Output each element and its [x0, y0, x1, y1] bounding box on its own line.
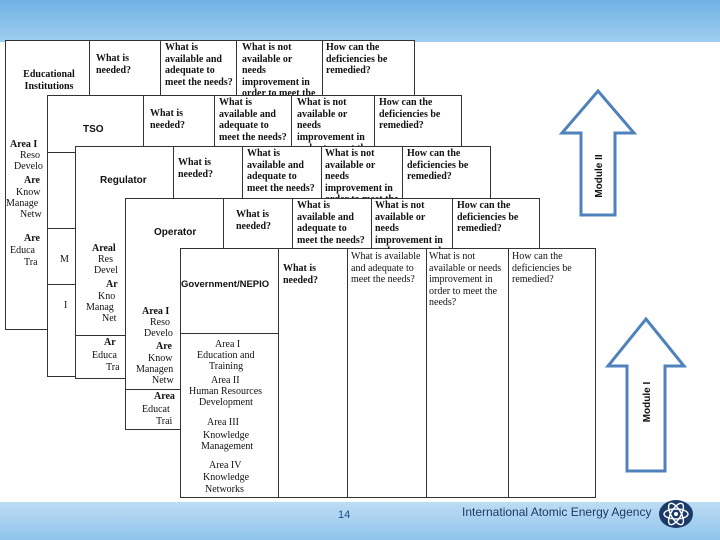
module-1-arrow-shape	[604, 316, 688, 473]
area-2-text: Development	[199, 397, 253, 408]
area-1-text: Education and	[197, 350, 255, 361]
area-label: Are	[156, 341, 172, 352]
header-how-remedied: How can the deficiencies be remedied?	[512, 251, 572, 285]
area-text: M	[60, 254, 69, 265]
card-title: Educational Institutions	[23, 69, 75, 92]
area-text: Develo	[14, 161, 43, 172]
area-text: Educa	[92, 350, 117, 361]
card-title: Operator	[154, 227, 197, 238]
area-4-label: Area IV	[209, 460, 242, 471]
area-3-text: Management	[201, 441, 254, 452]
header-how-remedied: How can the deficiencies be remedied?	[457, 200, 519, 234]
module-1-arrow: Module I	[604, 316, 688, 473]
area-text: Netw	[152, 375, 174, 386]
card-title: Regulator	[100, 175, 147, 186]
area-3-text: Knowledge	[203, 430, 250, 441]
header-what-needed: What is needed?	[150, 108, 185, 131]
area-label: Area	[154, 391, 175, 402]
area-text: I	[64, 300, 68, 311]
area-label: Areal	[92, 243, 116, 254]
area-text: Know	[148, 353, 173, 364]
area-text: Know	[16, 187, 41, 198]
header-what-available: What is available and adequate to meet t…	[351, 251, 421, 285]
module-2-arrow: Module II	[558, 88, 638, 217]
area-text: Managen	[136, 364, 174, 375]
header-how-remedied: How can the deficiencies be remedied?	[326, 42, 388, 76]
area-text: Tra	[106, 362, 120, 373]
area-label: Are	[24, 175, 40, 186]
agency-name: International Atomic Energy Agency	[462, 505, 652, 519]
area-text: Netw	[20, 209, 42, 220]
area-4-text: Networks	[205, 484, 244, 495]
header-what-needed: What is needed?	[178, 157, 213, 180]
area-text: Educa	[10, 245, 35, 256]
header-what-needed: What is needed?	[236, 209, 271, 232]
area-text: Educat	[142, 404, 170, 415]
card-government-nepio: Government/NEPIO What is needed? What is…	[180, 248, 596, 498]
area-2-label: Area II	[211, 375, 240, 386]
header-what-available: What is available and adequate to meet t…	[297, 200, 365, 246]
area-text: Manage	[6, 198, 39, 209]
area-4-text: Knowledge	[203, 472, 250, 483]
area-text: Tra	[24, 257, 38, 268]
area-2-text: Human Resources	[189, 386, 263, 397]
card-title: Government/NEPIO	[181, 279, 270, 290]
header-what-available: What is available and adequate to meet t…	[219, 97, 287, 143]
area-label: Ar	[106, 279, 118, 290]
header-how-remedied: How can the deficiencies be remedied?	[407, 148, 469, 182]
area-text: Develo	[144, 328, 173, 339]
header-what-not-available: What is not available or needs improveme…	[429, 251, 502, 308]
page-number: 14	[338, 509, 351, 521]
area-1-label: Area I	[215, 339, 241, 350]
header-how-remedied: How can the deficiencies be remedied?	[379, 97, 441, 131]
module-2-label: Module II	[594, 154, 605, 198]
area-text: Reso	[20, 150, 40, 161]
iaea-logo-icon	[659, 500, 693, 528]
area-text: Reso	[150, 317, 170, 328]
area-1-text: Training	[209, 361, 244, 372]
area-text: Net	[102, 313, 117, 324]
area-label: Area I	[10, 139, 38, 150]
area-text: Devel	[94, 265, 118, 276]
area-label: Area I	[142, 306, 170, 317]
area-label: Are	[24, 233, 40, 244]
card-title: TSO	[83, 124, 104, 135]
module-2-arrow-shape	[558, 88, 638, 217]
header-what-available: What is available and adequate to meet t…	[247, 148, 315, 194]
area-text: Kno	[98, 291, 116, 302]
area-3-label: Area III	[207, 417, 239, 428]
area-text: Trai	[156, 416, 173, 427]
module-1-label: Module I	[642, 382, 653, 423]
area-text: Res	[98, 254, 113, 265]
header-what-available: What is available and adequate to meet t…	[165, 42, 233, 88]
header-what-needed: What is needed?	[283, 263, 318, 286]
header-what-needed: What is needed?	[96, 53, 131, 76]
area-text: Manag	[86, 302, 114, 313]
area-label: Ar	[104, 337, 116, 348]
